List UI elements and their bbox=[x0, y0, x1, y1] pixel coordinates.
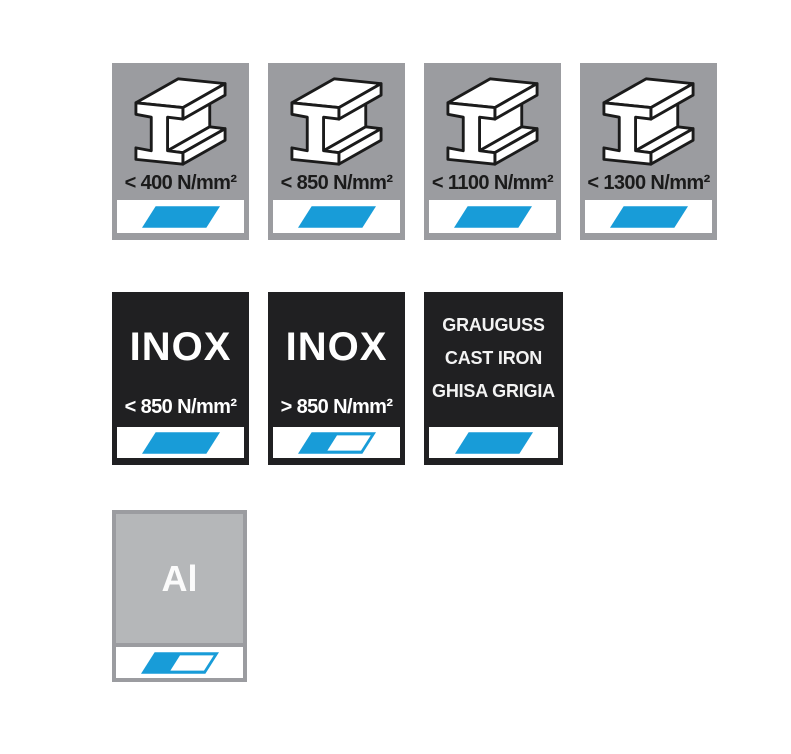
suitability-strip bbox=[116, 643, 243, 678]
tile-inox-gt-850: INOX > 850 N/mm² bbox=[268, 292, 405, 465]
tile-steel-850: < 850 N/mm² bbox=[268, 63, 405, 240]
full-suitability-icon bbox=[609, 205, 688, 228]
full-suitability-icon bbox=[454, 431, 533, 454]
tensile-strength-label: < 1100 N/mm² bbox=[431, 172, 554, 194]
suitability-strip bbox=[429, 200, 556, 233]
tile-cast-iron: GRAUGUSS CAST IRON GHISA GRIGIA bbox=[424, 292, 563, 465]
suitability-strip bbox=[273, 427, 400, 458]
tensile-strength-label: < 400 N/mm² bbox=[124, 172, 237, 194]
material-title: INOX bbox=[129, 325, 232, 369]
material-title: INOX bbox=[285, 325, 388, 369]
tile-steel-1300: < 1300 N/mm² bbox=[580, 63, 717, 240]
full-suitability-icon bbox=[141, 431, 220, 454]
full-suitability-icon bbox=[453, 205, 532, 228]
tensile-strength-label: < 850 N/mm² bbox=[124, 396, 237, 418]
material-name-en: CAST IRON bbox=[444, 347, 543, 368]
tensile-strength-label: < 1300 N/mm² bbox=[587, 172, 710, 194]
full-suitability-icon bbox=[297, 205, 376, 228]
full-suitability-icon bbox=[141, 205, 220, 228]
steel-beam-icon bbox=[424, 63, 561, 172]
material-name-it: GHISA GRIGIA bbox=[432, 380, 555, 401]
steel-beam-icon bbox=[580, 63, 717, 172]
suitability-strip bbox=[117, 200, 244, 233]
suitability-strip bbox=[273, 200, 400, 233]
suitability-strip bbox=[117, 427, 244, 458]
tensile-strength-label: > 850 N/mm² bbox=[280, 396, 393, 418]
suitability-strip bbox=[585, 200, 712, 233]
tensile-strength-label: < 850 N/mm² bbox=[280, 172, 393, 194]
material-title: Al bbox=[161, 557, 198, 599]
steel-beam-icon bbox=[112, 63, 249, 172]
steel-beam-icon bbox=[268, 63, 405, 172]
partial-suitability-icon bbox=[140, 651, 219, 674]
suitability-strip bbox=[429, 427, 558, 458]
tile-inox-lt-850: INOX < 850 N/mm² bbox=[112, 292, 249, 465]
material-name-de: GRAUGUSS bbox=[442, 314, 545, 335]
tile-aluminium: Al bbox=[112, 510, 247, 682]
partial-suitability-icon bbox=[297, 431, 376, 454]
tile-steel-400: < 400 N/mm² bbox=[112, 63, 249, 240]
tile-steel-1100: < 1100 N/mm² bbox=[424, 63, 561, 240]
